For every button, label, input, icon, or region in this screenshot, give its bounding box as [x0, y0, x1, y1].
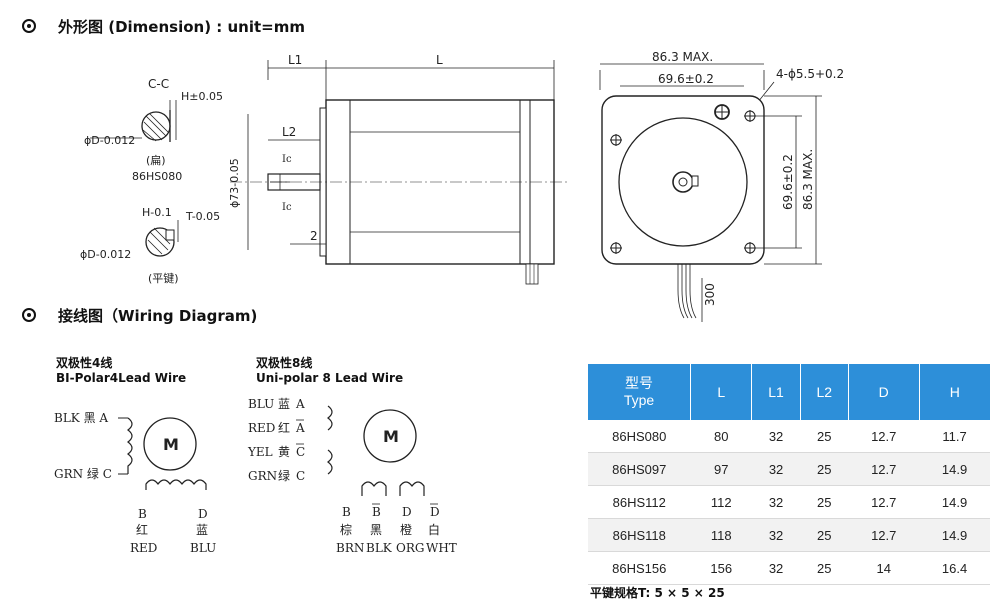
d-flat-label: ϕD-0.012 — [84, 134, 135, 147]
col-h: H — [919, 364, 990, 420]
height-spacing-label: 69.6±0.2 — [781, 154, 795, 210]
wiring-heading: 接线图（Wiring Diagram) — [22, 305, 257, 326]
svg-text:A: A — [295, 397, 305, 411]
svg-text:D: D — [430, 505, 440, 519]
four-lead-motor-label: M — [163, 435, 179, 454]
svg-text:ORG: ORG — [396, 541, 424, 555]
svg-text:蓝: 蓝 — [278, 397, 290, 411]
eight-lead-motor-label: M — [383, 427, 399, 446]
h-key-label: H-0.1 — [142, 206, 172, 219]
svg-text:白: 白 — [428, 522, 440, 537]
svg-text:BRN: BRN — [336, 541, 364, 555]
svg-text:GRN: GRN — [248, 469, 277, 483]
motor-symbol — [143, 417, 197, 471]
d-key-label: ϕD-0.012 — [80, 248, 131, 261]
svg-text:BLU: BLU — [190, 541, 216, 555]
four-lead-c-label: GRN 绿 C — [54, 466, 112, 481]
svg-text:绿: 绿 — [278, 468, 290, 483]
svg-text:A: A — [295, 421, 305, 435]
l-label: L — [436, 53, 443, 67]
coil-b — [361, 481, 387, 496]
col-l2: L2 — [800, 364, 849, 420]
dimension-heading: 外形图 (Dimension) : unit=mm — [22, 16, 305, 37]
eight-lead-title: 双极性8线 Uni-polar 8 Lead Wire — [256, 356, 404, 385]
svg-text:黑: 黑 — [370, 523, 382, 537]
svg-text:B: B — [138, 507, 147, 521]
svg-text:C: C — [296, 469, 305, 483]
svg-text:B: B — [342, 505, 351, 519]
four-lead-title: 双极性4线 BI-Polar4Lead Wire — [56, 356, 187, 385]
col-l1: L1 — [751, 364, 801, 420]
motor-side-view: L1 L L2 Ic Ic ϕ73-0.05 2 — [228, 53, 570, 285]
svg-text:RED: RED — [130, 541, 157, 555]
svg-text:YEL: YEL — [247, 445, 273, 459]
col-l: L — [690, 364, 753, 420]
cc-label: C-C — [148, 77, 169, 91]
col-d: D — [848, 364, 920, 420]
svg-text:BLU: BLU — [248, 397, 274, 411]
key-spec-note: 平键规格T: 5 × 5 × 25 — [590, 586, 725, 600]
coil-a — [327, 405, 333, 431]
two-mm-label: 2 — [310, 229, 318, 243]
coil-d — [399, 481, 425, 496]
svg-text:RED: RED — [248, 421, 275, 435]
flat-model-label: 86HS080 — [132, 170, 182, 183]
motor-symbol — [363, 409, 417, 463]
svg-text:蓝: 蓝 — [196, 523, 208, 537]
svg-text:BLK: BLK — [366, 541, 393, 555]
holes-label: 4-ϕ5.5+0.2 — [776, 67, 844, 81]
svg-text:橙: 橙 — [400, 522, 412, 537]
l2-label: L2 — [282, 125, 296, 139]
svg-text:C: C — [296, 445, 305, 459]
ic-bottom-label: Ic — [282, 202, 292, 213]
svg-text:D: D — [198, 507, 208, 521]
svg-text:红: 红 — [136, 522, 148, 537]
width-max-label: 86.3 MAX. — [652, 50, 713, 64]
h-tolerance-label: H±0.05 — [181, 90, 223, 103]
svg-text:WHT: WHT — [426, 541, 457, 555]
svg-text:D: D — [402, 505, 412, 519]
svg-text:B: B — [372, 505, 381, 519]
key-cn-label: (平键) — [148, 271, 179, 285]
four-lead-diagram: BLK 黑 A GRN 绿 C M B D 红 蓝 RED BLU — [54, 411, 216, 555]
svg-text:黄: 黄 — [278, 445, 290, 459]
shaft-section-views: C-C H±0.05 ϕD-0.012 (扁) 86HS080 H-0.1 T-… — [80, 77, 223, 285]
height-max-label: 86.3 MAX. — [801, 149, 815, 210]
l1-label: L1 — [288, 53, 302, 67]
coil-bd — [145, 479, 207, 490]
hole-spacing-label: 69.6±0.2 — [658, 72, 714, 86]
lead-length-label: 300 — [703, 283, 717, 306]
motor-front-view: 86.3 MAX. 69.6±0.2 4-ϕ5.5+0.2 69.6±0.2 8… — [599, 50, 844, 322]
diameter-label: ϕ73-0.05 — [228, 158, 241, 208]
coil-c — [327, 449, 333, 475]
flat-cn-label: (扁) — [146, 154, 166, 167]
t-key-label: T-0.05 — [185, 210, 220, 223]
coil-ac — [127, 417, 133, 474]
eight-lead-diagram: BLU 蓝 A RED 红 A YEL 黄 C GRN 绿 C M B B D … — [247, 397, 457, 555]
target-bullet-icon — [22, 19, 36, 33]
target-bullet-icon — [22, 308, 36, 322]
four-lead-a-label: BLK 黑 A — [54, 411, 108, 425]
svg-text:红: 红 — [278, 420, 290, 435]
svg-text:棕: 棕 — [340, 522, 352, 537]
ic-top-label: Ic — [282, 154, 292, 165]
